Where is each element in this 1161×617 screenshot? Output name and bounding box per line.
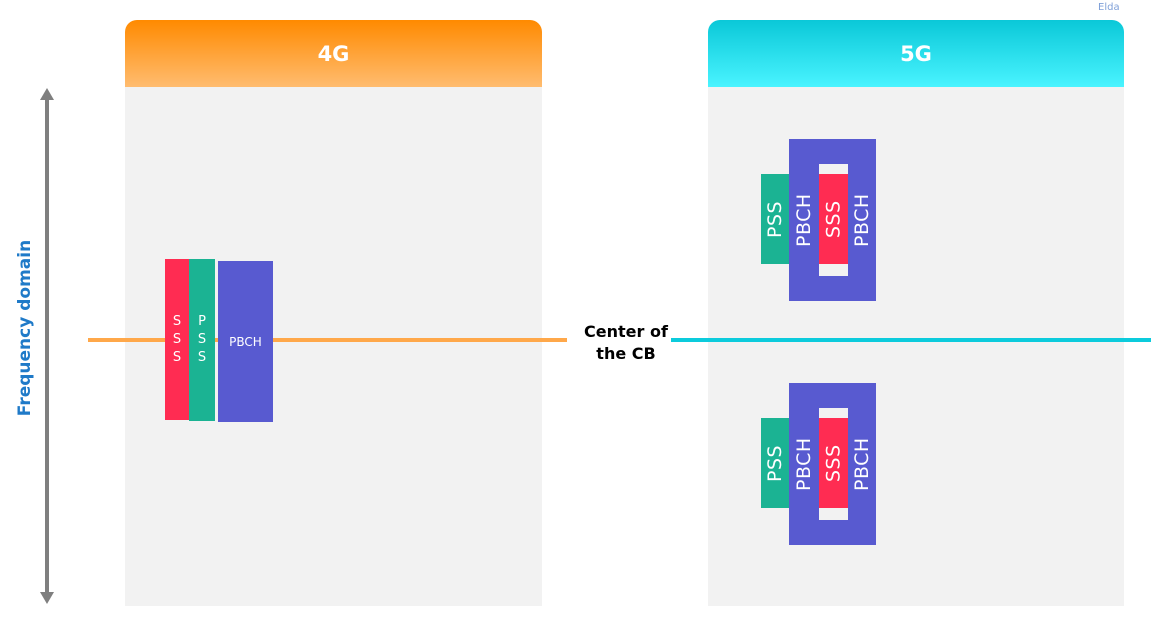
- nr-pss-block: PSS: [761, 174, 789, 264]
- frequency-axis-arrow: [40, 88, 54, 604]
- nr-pbch-left-label: PBCH: [793, 193, 815, 247]
- lte-pbch-block: PBCH: [218, 261, 273, 422]
- nr-pbch-right-label: PBCH: [851, 437, 873, 491]
- panel-4g-header: 4G: [125, 20, 542, 87]
- center-label: Center of the CB: [584, 322, 668, 363]
- center-line-4g: [88, 338, 567, 342]
- nr-ssb-upper: PSS PBCH SSS PBCH: [761, 139, 876, 301]
- panel-5g-body: [708, 87, 1124, 606]
- lte-pss-block: P S S: [189, 259, 215, 421]
- watermark: Mohamed Elda: [1098, 0, 1147, 13]
- nr-sss-block: SSS: [819, 418, 848, 508]
- center-line-5g: [671, 338, 1151, 342]
- nr-pbch-right-label: PBCH: [851, 193, 873, 247]
- frequency-axis-label: Frequency domain: [15, 239, 35, 417]
- nr-pbch-left-label: PBCH: [793, 437, 815, 491]
- nr-sss-block: SSS: [819, 174, 848, 264]
- nr-ssb-lower: PSS PBCH SSS PBCH: [761, 383, 876, 545]
- nr-pss-block: PSS: [761, 418, 789, 508]
- panel-5g-header: 5G: [708, 20, 1124, 87]
- lte-sss-block: S S S: [165, 259, 189, 420]
